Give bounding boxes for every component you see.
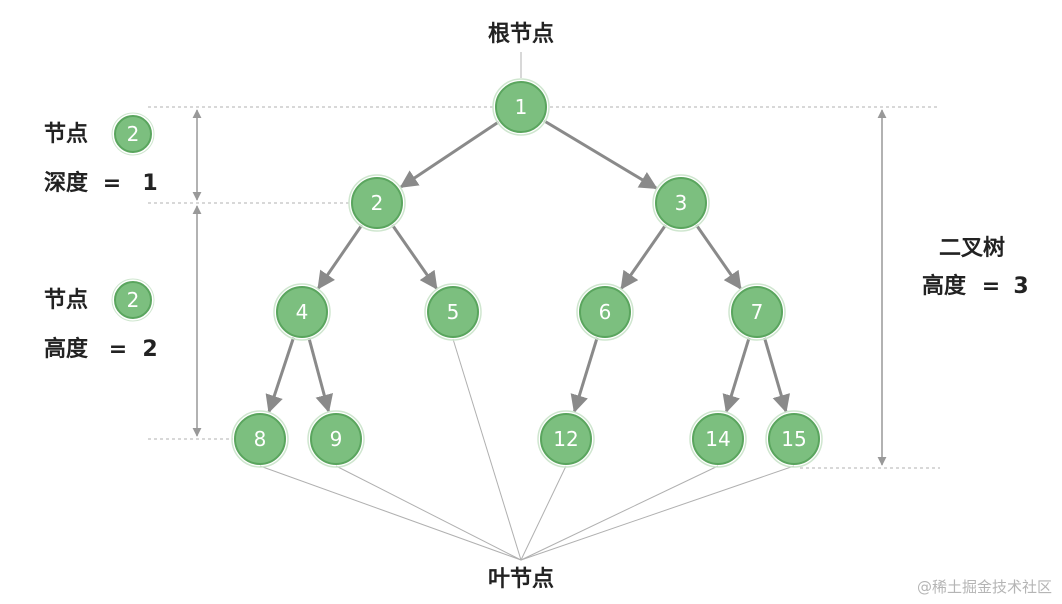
node-circle xyxy=(579,286,631,338)
node-label: 7 xyxy=(751,300,764,324)
node-depth-node-word: 节点 xyxy=(44,121,88,147)
node-label: 4 xyxy=(296,300,309,324)
height-equals: = xyxy=(109,337,127,362)
tree-node-5: 5 xyxy=(424,283,482,341)
node-label: 15 xyxy=(781,427,806,451)
edge-7-14 xyxy=(722,337,751,413)
node-height-node-word: 节点 xyxy=(44,287,88,313)
tree-node-12: 12 xyxy=(537,410,595,468)
node-circle xyxy=(351,177,403,229)
tree-edges xyxy=(265,119,790,414)
tree-node-8: 8 xyxy=(231,410,289,468)
leaf-pointer-15 xyxy=(520,465,795,561)
node-label: 3 xyxy=(675,191,688,215)
legend-node-height-value: 2 xyxy=(127,288,140,312)
leaf-pointer-14 xyxy=(520,465,719,561)
edge-7-15 xyxy=(763,337,790,413)
watermark: @稀土掘金技术社区 xyxy=(917,578,1052,596)
node-circle xyxy=(731,286,783,338)
edge-2-4 xyxy=(317,224,363,290)
tree-word: 二叉树 xyxy=(939,235,1005,261)
legend-node-icon xyxy=(114,281,152,319)
node-depth-legend: 节点 2 深度 = 1 xyxy=(44,112,158,196)
node-label: 9 xyxy=(330,427,343,451)
node-circle xyxy=(692,413,744,465)
height-word: 高度 xyxy=(44,336,89,362)
node-circle xyxy=(427,286,479,338)
tree-node-7: 7 xyxy=(728,283,786,341)
legend-node-depth-value: 2 xyxy=(127,122,140,146)
tree-node-15: 15 xyxy=(765,410,823,468)
legend-node-icon xyxy=(114,115,152,153)
edge-4-8 xyxy=(265,337,295,414)
tree-node-2: 2 xyxy=(348,174,406,232)
depth-word: 深度 xyxy=(44,170,89,196)
leaf-label: 叶节点 xyxy=(488,566,554,592)
tree-node-9: 9 xyxy=(307,410,365,468)
node-circle xyxy=(540,413,592,465)
leaf-pointer-12 xyxy=(520,465,567,561)
tree-node-3: 3 xyxy=(652,174,710,232)
edge-4-9 xyxy=(307,337,334,413)
tree-node-6: 6 xyxy=(576,283,634,341)
depth-equals: = xyxy=(103,171,121,196)
edge-2-5 xyxy=(391,224,438,290)
edge-1-2 xyxy=(399,120,500,189)
tree-node-4: 4 xyxy=(273,283,331,341)
edge-1-3 xyxy=(543,119,658,190)
leaf-pointer-5 xyxy=(452,338,522,561)
node-circle xyxy=(495,81,547,133)
node-circle xyxy=(234,413,286,465)
tree-height-word: 高度 xyxy=(922,273,967,299)
tree-height-equals: = xyxy=(982,274,1000,299)
root-label: 根节点 xyxy=(488,21,554,47)
tree-node-14: 14 xyxy=(689,410,747,468)
node-height-legend: 节点 2 高度 = 2 xyxy=(44,278,158,362)
edge-6-12 xyxy=(570,337,599,413)
edge-3-7 xyxy=(695,224,742,290)
height-value: 2 xyxy=(142,337,157,362)
tree-node-1: 1 xyxy=(492,78,550,136)
node-circle xyxy=(655,177,707,229)
node-circle xyxy=(276,286,328,338)
node-label: 5 xyxy=(447,300,460,324)
node-label: 8 xyxy=(254,427,267,451)
leaf-pointer-9 xyxy=(335,465,522,561)
level-guides xyxy=(148,106,940,469)
node-label: 2 xyxy=(371,191,384,215)
leaf-pointer-8 xyxy=(259,465,522,561)
tree-height-value: 3 xyxy=(1013,274,1028,299)
node-circle xyxy=(768,413,820,465)
leaf-pointer-lines xyxy=(259,338,795,561)
edge-3-6 xyxy=(620,224,667,290)
node-label: 6 xyxy=(599,300,612,324)
node-label: 12 xyxy=(553,427,578,451)
node-label: 1 xyxy=(515,95,528,119)
tree-height-legend: 二叉树 高度 = 3 xyxy=(922,235,1029,299)
dimension-arrows xyxy=(192,109,887,466)
node-circle xyxy=(310,413,362,465)
node-label: 14 xyxy=(705,427,730,451)
depth-value: 1 xyxy=(142,171,157,196)
